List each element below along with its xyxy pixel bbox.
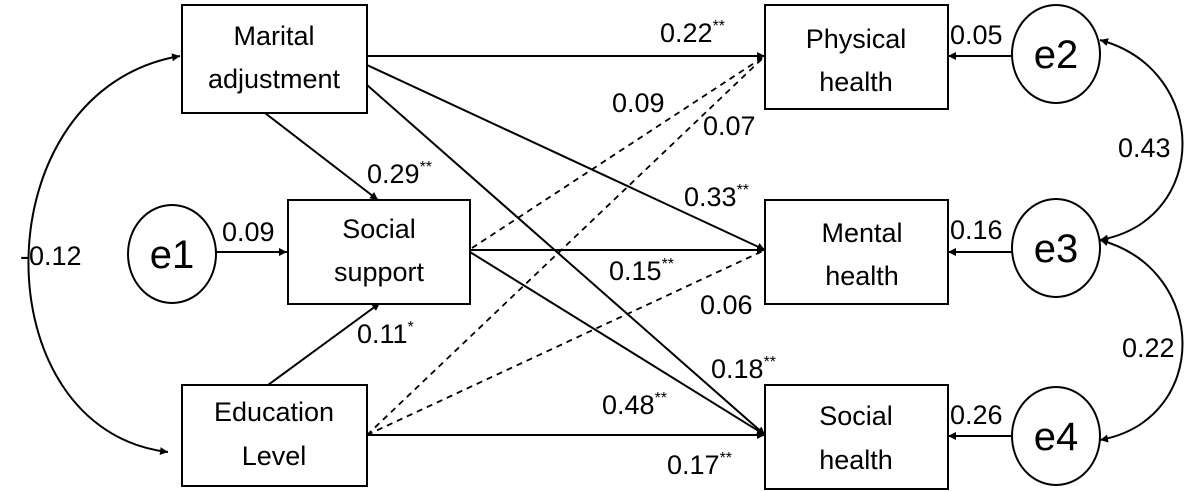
node-label-line2: health <box>819 445 893 475</box>
cov-e3-e4 <box>1099 238 1184 443</box>
path-marital-mental <box>366 64 766 251</box>
node-label-line1: Marital <box>233 21 314 51</box>
node-social-health: Social health <box>764 384 949 490</box>
node-physical-health: Physical health <box>764 4 949 110</box>
node-label-line1: Education <box>214 397 334 427</box>
node-label-line1: Social <box>342 214 416 244</box>
coef-education-mental: 0.06 <box>700 290 753 320</box>
coef-education-physical: 0.07 <box>703 111 756 141</box>
coef-e2-physical: 0.05 <box>950 20 1003 50</box>
node-mental-health: Mental health <box>764 199 949 305</box>
path-education-mental <box>366 249 766 436</box>
coef-support-physical: 0.09 <box>612 88 665 118</box>
coef-e3-e4-cov: 0.22 <box>1122 333 1175 363</box>
coefficients: 0.22** 0.09 0.07 0.29** 0.33** 0.09 -0.1… <box>20 18 1175 480</box>
node-label-line1: Social <box>819 401 893 431</box>
coef-education-support: 0.11* <box>357 319 414 349</box>
node-social-support: Social support <box>287 199 471 305</box>
error-e1: e1 <box>127 204 217 304</box>
paths <box>27 38 1184 456</box>
error-label: e1 <box>150 233 195 277</box>
error-e2: e2 <box>1011 4 1101 104</box>
node-label-line2: Level <box>242 441 307 471</box>
coef-marital-physical: 0.22** <box>660 18 725 48</box>
error-label: e4 <box>1034 415 1079 459</box>
path-support-social <box>469 251 766 436</box>
node-label-line1: Mental <box>821 218 902 248</box>
coef-e4-social: 0.26 <box>950 400 1003 430</box>
coef-e3-mental: 0.16 <box>950 215 1003 245</box>
node-marital-adjustment: Marital adjustment <box>181 4 368 114</box>
error-e3: e3 <box>1011 198 1101 298</box>
coef-marital-education-cov: -0.12 <box>20 241 82 271</box>
node-education-level: Education Level <box>181 384 368 487</box>
coef-e1-support: 0.09 <box>222 217 275 247</box>
coef-support-mental: 0.15** <box>609 256 674 286</box>
path-education-support <box>267 302 381 386</box>
node-label-line2: health <box>819 67 893 97</box>
coef-support-social: 0.48** <box>602 390 667 420</box>
error-e4: e4 <box>1011 386 1101 486</box>
cov-e2-e3 <box>1099 38 1184 243</box>
path-support-physical <box>471 55 766 249</box>
cov-marital-education <box>27 53 181 456</box>
node-label-line2: support <box>334 257 425 287</box>
path-education-physical <box>366 55 766 436</box>
coef-marital-social: 0.18** <box>711 354 776 384</box>
path-marital-support <box>264 112 379 201</box>
node-label-line2: adjustment <box>208 64 341 94</box>
node-label-line1: Physical <box>806 24 907 54</box>
coef-marital-mental: 0.33** <box>684 182 749 212</box>
node-label-line2: health <box>825 261 899 291</box>
error-label: e2 <box>1034 33 1079 77</box>
coef-e2-e3-cov: 0.43 <box>1118 133 1171 163</box>
coef-marital-support: 0.29** <box>367 159 432 189</box>
coef-education-social: 0.17** <box>667 450 732 480</box>
error-label: e3 <box>1034 227 1079 271</box>
path-marital-social <box>366 84 766 436</box>
